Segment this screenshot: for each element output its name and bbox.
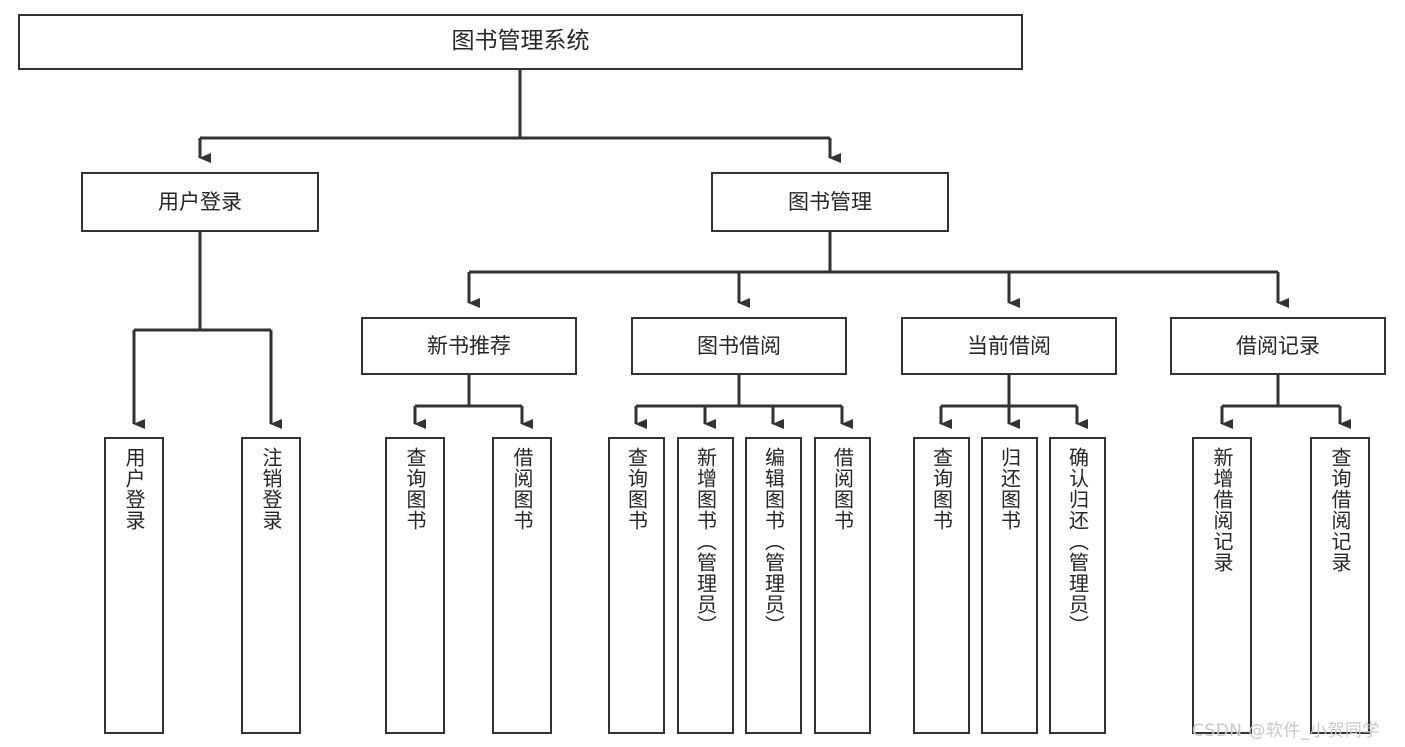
node-root[interactable]: 图书管理系统 bbox=[18, 14, 1023, 70]
leaf-book-borrow-lend[interactable]: 借阅图书 bbox=[814, 437, 871, 734]
node-borrow-record[interactable]: 借阅记录 bbox=[1170, 317, 1386, 375]
leaf-user-login-signout[interactable]: 注销登录 bbox=[241, 437, 301, 734]
leaf-current-borrow-return-label: 归还图书 bbox=[997, 447, 1022, 531]
leaf-borrow-record-add-label: 新增借阅记录 bbox=[1210, 447, 1234, 573]
leaf-current-borrow-return[interactable]: 归还图书 bbox=[981, 437, 1038, 734]
leaf-user-login-signin-label: 用户登录 bbox=[122, 447, 146, 531]
node-book-borrow-label: 图书借阅 bbox=[697, 333, 781, 358]
leaf-borrow-record-query[interactable]: 查询借阅记录 bbox=[1310, 437, 1370, 734]
leaf-book-borrow-lend-label: 借阅图书 bbox=[830, 447, 855, 531]
leaf-book-borrow-query[interactable]: 查询图书 bbox=[608, 437, 665, 734]
node-current-borrow-label: 当前借阅 bbox=[967, 333, 1051, 358]
node-new-book-recommend[interactable]: 新书推荐 bbox=[361, 317, 577, 375]
node-book-management-label: 图书管理 bbox=[788, 189, 872, 214]
leaf-book-borrow-add[interactable]: 新增图书（管理员） bbox=[677, 437, 734, 734]
node-user-login[interactable]: 用户登录 bbox=[81, 172, 319, 232]
leaf-current-borrow-query-label: 查询图书 bbox=[929, 447, 954, 531]
leaf-borrow-record-query-label: 查询借阅记录 bbox=[1328, 447, 1352, 573]
leaf-new-book-borrow-label: 借阅图书 bbox=[510, 447, 534, 531]
node-new-book-recommend-label: 新书推荐 bbox=[427, 333, 511, 358]
csdn-watermark: CSDN @软件_小贺同学 bbox=[1192, 721, 1380, 741]
leaf-user-login-signin[interactable]: 用户登录 bbox=[104, 437, 164, 734]
leaf-book-borrow-edit[interactable]: 编辑图书（管理员） bbox=[745, 437, 802, 734]
node-book-borrow[interactable]: 图书借阅 bbox=[631, 317, 847, 375]
leaf-book-borrow-add-label: 新增图书（管理员） bbox=[693, 447, 718, 636]
leaf-current-borrow-query[interactable]: 查询图书 bbox=[913, 437, 970, 734]
leaf-new-book-query-label: 查询图书 bbox=[403, 447, 427, 531]
leaf-new-book-query[interactable]: 查询图书 bbox=[385, 437, 445, 734]
node-borrow-record-label: 借阅记录 bbox=[1236, 333, 1320, 358]
leaf-book-borrow-edit-label: 编辑图书（管理员） bbox=[761, 447, 786, 636]
leaf-book-borrow-query-label: 查询图书 bbox=[624, 447, 649, 531]
node-user-login-label: 用户登录 bbox=[158, 189, 242, 214]
node-root-label: 图书管理系统 bbox=[451, 28, 590, 55]
leaf-user-login-signout-label: 注销登录 bbox=[259, 447, 283, 531]
node-book-management[interactable]: 图书管理 bbox=[711, 172, 949, 232]
leaf-current-borrow-confirm[interactable]: 确认归还（管理员） bbox=[1049, 437, 1106, 734]
leaf-new-book-borrow[interactable]: 借阅图书 bbox=[492, 437, 552, 734]
node-current-borrow[interactable]: 当前借阅 bbox=[901, 317, 1117, 375]
leaf-current-borrow-confirm-label: 确认归还（管理员） bbox=[1065, 447, 1090, 636]
leaf-borrow-record-add[interactable]: 新增借阅记录 bbox=[1192, 437, 1252, 734]
